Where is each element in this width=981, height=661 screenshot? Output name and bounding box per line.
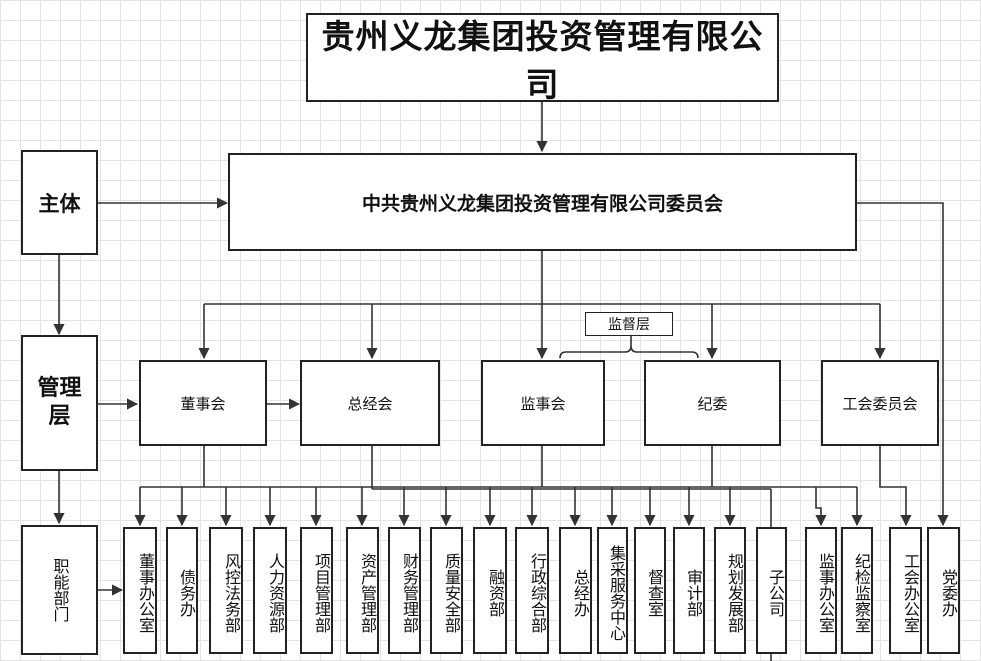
party-committee-box: 中共贵州义龙集团投资管理有限公司委员会 bbox=[228, 153, 857, 251]
dept-audit: 审计部 bbox=[673, 527, 705, 654]
dept-planning-development: 规划发展部 bbox=[714, 527, 746, 654]
dept-supervisor-office: 监事办公室 bbox=[805, 527, 837, 654]
general-manager-box: 总经会 bbox=[300, 360, 440, 446]
dept-inspection-office: 督查室 bbox=[634, 527, 666, 654]
dept-party-office: 党委办 bbox=[927, 527, 960, 654]
dept-asset-management: 资产管理部 bbox=[346, 527, 379, 654]
supervision-brace bbox=[559, 345, 699, 359]
dept-discipline-inspection: 纪检监察室 bbox=[841, 527, 873, 654]
dept-subsidiary: 子公司 bbox=[756, 527, 787, 654]
dept-union-office: 工会办公室 bbox=[889, 527, 922, 654]
dept-risk-legal: 风控法务部 bbox=[209, 527, 243, 654]
dept-project-management: 项目管理部 bbox=[300, 527, 333, 654]
dept-financing: 融资部 bbox=[473, 527, 507, 654]
supervision-layer-label: 监督层 bbox=[585, 312, 673, 336]
discipline-box: 纪委 bbox=[644, 360, 781, 446]
dept-admin-general: 行政综合部 bbox=[515, 527, 549, 654]
dept-finance-management: 财务管理部 bbox=[388, 527, 421, 654]
dept-human-resources: 人力资源部 bbox=[253, 527, 287, 654]
company-title: 贵州义龙集团投资管理有限公司 bbox=[306, 13, 779, 104]
dept-quality-safety: 质量安全部 bbox=[430, 527, 463, 654]
side-label-functional: 职能部门 bbox=[21, 525, 98, 655]
dept-gm-office: 总经办 bbox=[559, 527, 592, 654]
line-union-to-union-office bbox=[879, 445, 912, 527]
side-label-subject: 主体 bbox=[21, 150, 98, 255]
board-box: 董事会 bbox=[139, 360, 267, 446]
line-committee-to-party-office bbox=[857, 202, 949, 527]
side-label-management: 管理层 bbox=[21, 335, 98, 471]
dept-debt-office: 债务办 bbox=[166, 527, 198, 654]
union-committee-box: 工会委员会 bbox=[821, 360, 939, 446]
supervisory-board-box: 监事会 bbox=[481, 360, 605, 446]
dept-procurement-center: 集采服务中心 bbox=[597, 527, 628, 654]
dept-board-office: 董事办公室 bbox=[123, 527, 157, 654]
